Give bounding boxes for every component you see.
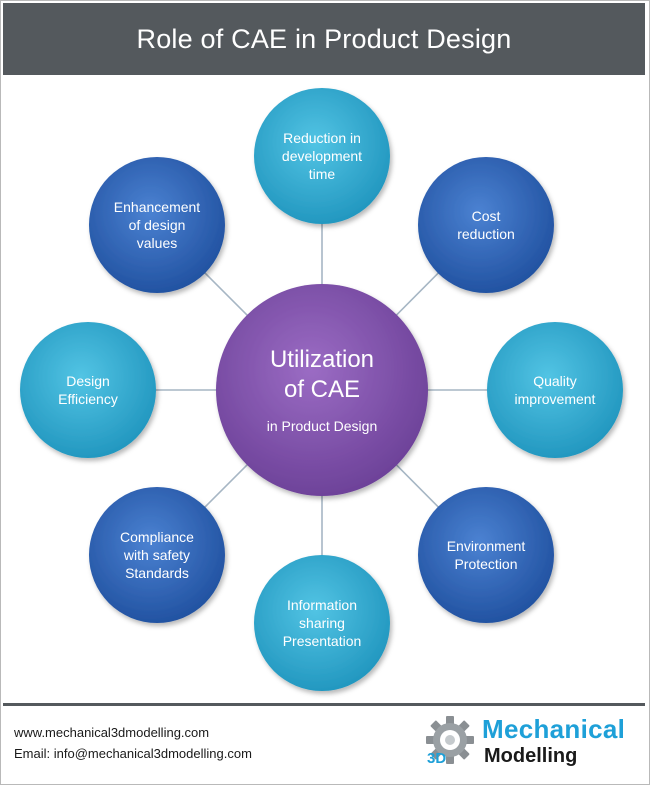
node-circle-environment-protection xyxy=(418,487,554,623)
node-circle-enhancement-design-values xyxy=(89,157,225,293)
footer-divider xyxy=(3,703,645,706)
node-circle-cost-reduction xyxy=(418,157,554,293)
node-label-reduction-development-time-line1: Reduction in xyxy=(283,130,361,146)
node-label-cost-reduction-line1: Cost xyxy=(472,208,501,224)
node-label-design-efficiency-line1: Design xyxy=(66,373,110,389)
node-enhancement-design-values: Enhancement of design values xyxy=(89,157,225,293)
center-label-line1: Utilization xyxy=(270,346,374,373)
node-label-reduction-development-time-line3: time xyxy=(309,166,336,182)
node-label-design-efficiency-line2: Efficiency xyxy=(58,391,118,407)
node-reduction-development-time: Reduction in development time xyxy=(254,88,390,224)
page-title: Role of CAE in Product Design xyxy=(136,23,512,54)
node-label-compliance-safety-line3: Standards xyxy=(125,565,189,581)
node-circle-compliance-safety xyxy=(89,487,225,623)
node-label-enhancement-design-values-line2: of design xyxy=(129,217,186,233)
gear-icon xyxy=(426,716,474,764)
node-circle-information-sharing xyxy=(254,555,390,691)
node-label-cost-reduction-line2: reduction xyxy=(457,226,515,242)
title-bar: Role of CAE in Product Design xyxy=(3,3,645,75)
center-label-line2: of CAE xyxy=(284,376,360,403)
center-node: Utilization of CAE in Product Design xyxy=(216,284,428,496)
node-label-information-sharing-line1: Information xyxy=(287,597,357,613)
node-circle-reduction-development-time xyxy=(254,88,390,224)
node-label-environment-protection-line1: Environment xyxy=(447,538,526,554)
node-label-compliance-safety-line2: with safety xyxy=(123,547,190,563)
logo-word-modelling: Modelling xyxy=(484,745,578,767)
footer-email[interactable]: Email: info@mechanical3dmodelling.com xyxy=(14,746,252,761)
node-label-enhancement-design-values-line3: values xyxy=(137,235,177,251)
node-label-enhancement-design-values-line1: Enhancement xyxy=(114,199,201,215)
node-label-quality-improvement-line1: Quality xyxy=(533,373,577,389)
center-label-line3: in Product Design xyxy=(267,418,378,434)
node-circle-design-efficiency xyxy=(20,322,156,458)
node-label-quality-improvement-line2: improvement xyxy=(515,391,596,407)
node-label-information-sharing-line2: sharing xyxy=(299,615,345,631)
footer-website[interactable]: www.mechanical3dmodelling.com xyxy=(14,725,210,740)
node-label-compliance-safety-line1: Compliance xyxy=(120,529,194,545)
node-circle-quality-improvement xyxy=(487,322,623,458)
node-cost-reduction: Cost reduction xyxy=(418,157,554,293)
footer-contact: www.mechanical3dmodelling.com Email: inf… xyxy=(14,722,252,764)
node-label-reduction-development-time-line2: development xyxy=(282,148,362,164)
node-quality-improvement: Quality improvement xyxy=(487,322,623,458)
center-circle xyxy=(216,284,428,496)
company-logo: 3D Mechanical Modelling xyxy=(424,712,644,776)
logo-word-mechanical: Mechanical xyxy=(482,714,626,744)
node-label-environment-protection-line2: Protection xyxy=(454,556,517,572)
logo-badge-3d: 3D xyxy=(427,750,447,767)
node-label-information-sharing-line3: Presentation xyxy=(283,633,362,649)
